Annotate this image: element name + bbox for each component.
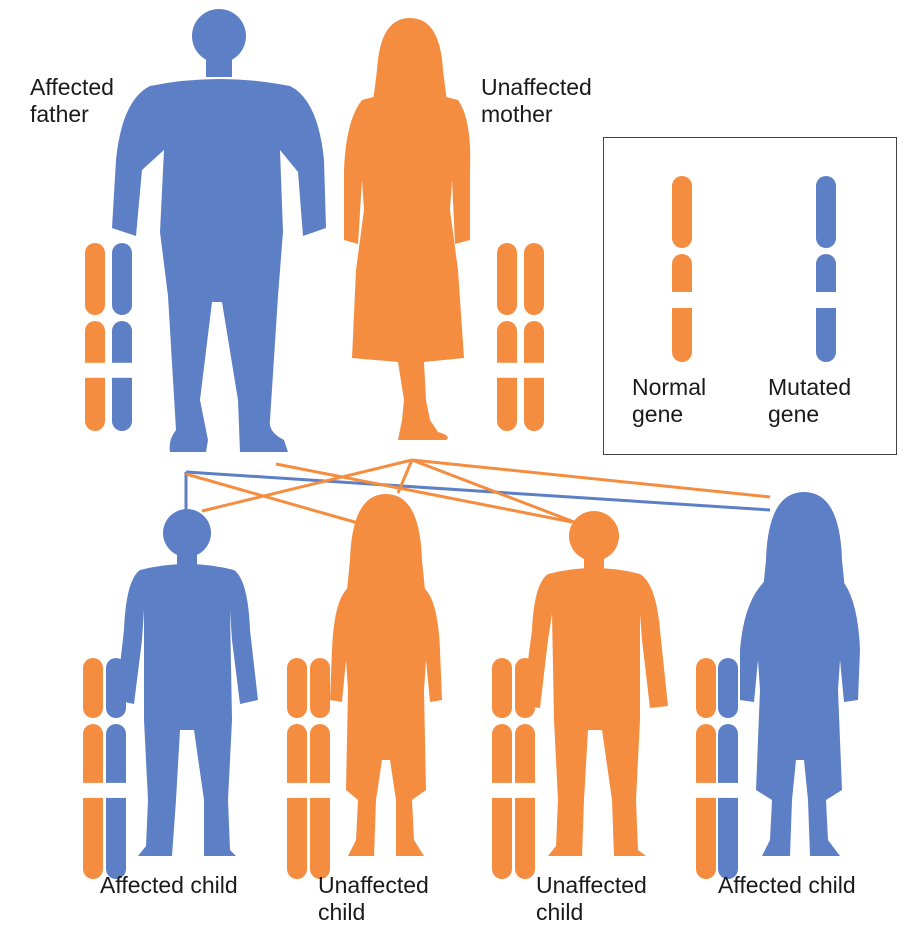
legend-mutated-line2: gene [768,401,851,428]
child4-label-line1: Affected child [718,872,856,899]
father-chromosome-b-gene-marker [112,363,132,378]
child3-chromosome-b-gene-marker [515,783,535,798]
father-silhouette [112,9,326,452]
father-label-line2: father [30,101,114,128]
mother-label-line1: Unaffected [481,74,592,101]
child2-chromosome-a [287,658,307,879]
child4-chromosome-b-gene-marker [718,783,738,798]
child1-silhouette [116,509,258,856]
mother-label-line2: mother [481,101,592,128]
father-chromosome-a-gene-marker [85,363,105,378]
mother-chromosome-b-gene-marker [524,363,544,378]
child3-label-line2: child [536,899,647,925]
child2-chromosome-b-gene-marker [310,783,330,798]
child4-label: Affected child [718,872,856,899]
father-chromosome-a [85,243,105,431]
father-chromosome-b [112,243,132,431]
father-label-line1: Affected [30,74,114,101]
child1-chromosome-b-gene-marker [106,783,126,798]
child3-silhouette [522,511,668,856]
child2-label-line2: child [318,899,429,925]
child3-chromosome-a [492,658,512,879]
mother-chromosome-b [524,243,544,431]
child2-silhouette [330,494,442,856]
mother-chromosome-a-gene-marker [497,363,517,378]
legend-normal-label: Normal gene [632,374,706,428]
mother-chromosome-a [497,243,517,431]
child4-chromosome-a-gene-marker [696,783,716,798]
child1-label-line1: Affected child [100,872,238,899]
child3-label-line1: Unaffected [536,872,647,899]
child2-chromosome-b [310,658,330,879]
child2-chromosome-a-gene-marker [287,783,307,798]
child4-chromosome-a [696,658,716,879]
mother-label: Unaffected mother [481,74,592,128]
legend-mutated-line1: Mutated [768,374,851,401]
child2-label: Unaffected child [318,872,429,925]
mother-silhouette [344,18,470,440]
legend-normal-line2: gene [632,401,706,428]
child2-label-line1: Unaffected [318,872,429,899]
child4-chromosome-b [718,658,738,879]
legend-mutated-label: Mutated gene [768,374,851,428]
child3-chromosome-b [515,658,535,879]
child1-label: Affected child [100,872,238,899]
child4-silhouette [740,492,860,856]
child1-chromosome-b [106,658,126,879]
child1-chromosome-a [83,658,103,879]
legend-normal-line1: Normal [632,374,706,401]
child3-label: Unaffected child [536,872,647,925]
inheritance-lines [186,460,770,525]
child3-chromosome-a-gene-marker [492,783,512,798]
child1-chromosome-a-gene-marker [83,783,103,798]
father-label: Affected father [30,74,114,128]
